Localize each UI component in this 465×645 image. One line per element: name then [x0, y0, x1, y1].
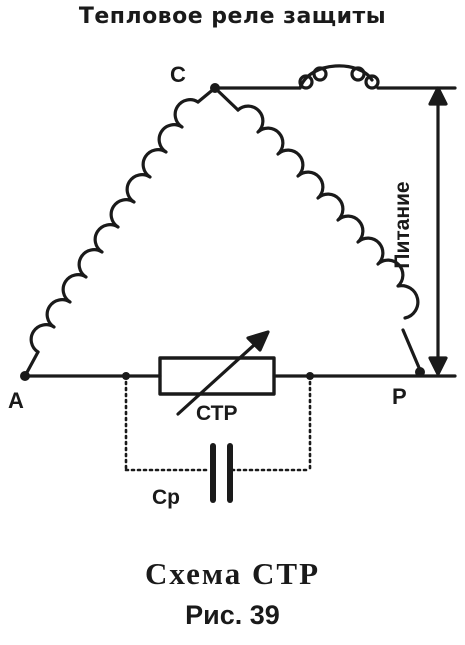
supply-label-box: Питание — [388, 150, 418, 300]
node-c-dot — [210, 83, 220, 93]
right-winding-lead-bottom — [401, 328, 422, 372]
thermal-relay-title: Тепловое реле защиты — [78, 4, 387, 29]
thermal-relay-terminal-left — [298, 74, 314, 90]
node-c-label: C — [170, 62, 186, 87]
right-winding-lead-top — [213, 86, 240, 112]
capacitor-junction-right-dot — [306, 372, 314, 380]
capacitor-junction-left-dot — [122, 372, 130, 380]
node-p-label: P — [392, 384, 407, 409]
thermal-relay-terminal-right — [364, 74, 380, 90]
thermal-relay-pivot — [312, 66, 328, 82]
thermistor-label: СТР — [196, 402, 238, 425]
thermal-relay-pivot-right — [350, 66, 366, 82]
supply-arrow-top — [428, 86, 448, 106]
thermal-relay-contact — [298, 64, 374, 90]
supply-arrow-bottom — [428, 356, 448, 376]
node-p-dot — [415, 367, 425, 377]
thermistor-arrow-head — [246, 330, 270, 352]
node-a-dot — [20, 371, 30, 381]
figure-number: Рис. 39 — [185, 600, 280, 630]
node-a-label: A — [8, 388, 24, 413]
supply-label: Питание — [391, 181, 414, 269]
thermistor-arrow-line — [176, 334, 266, 416]
thermistor-body — [158, 356, 276, 396]
capacitor-label: Ср — [152, 486, 180, 509]
left-winding-coils — [29, 98, 200, 354]
right-winding-coils — [236, 104, 420, 320]
caption-title: Схема СТР — [144, 556, 321, 591]
